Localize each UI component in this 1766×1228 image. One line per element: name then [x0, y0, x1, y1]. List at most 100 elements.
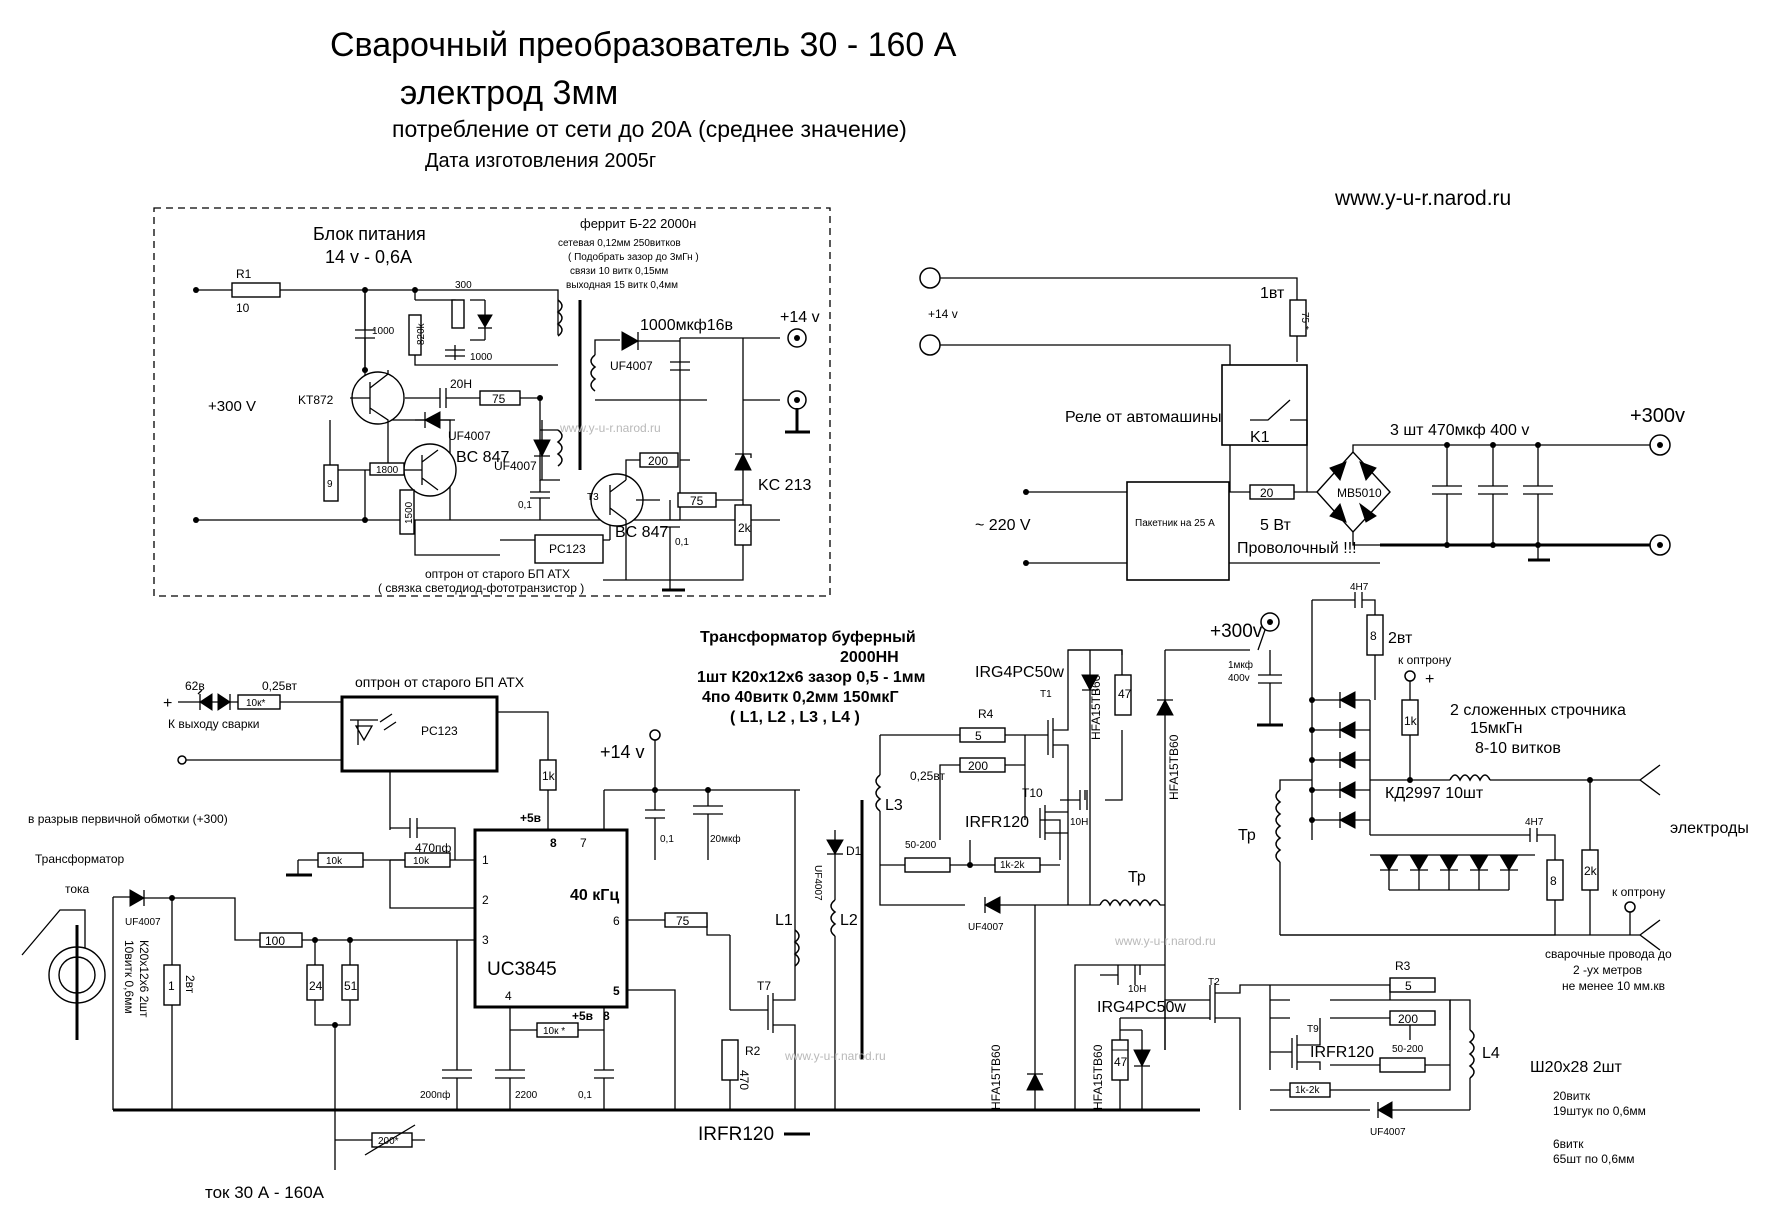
irg-bottom-label: IRG4PC50w — [1097, 999, 1186, 1016]
plus300-label: +300v — [1630, 405, 1685, 427]
r1-ct-resistor — [163, 964, 181, 1006]
r10k-b-label: 10k — [413, 856, 430, 867]
zener-62-label: 62в — [185, 679, 205, 693]
r8-a-resistor — [1366, 614, 1384, 656]
breaker-box — [1126, 481, 1230, 581]
d1-label: D1 — [846, 844, 862, 858]
to-opto-b-terminal[interactable] — [1624, 901, 1636, 913]
t2-label: T2 — [1208, 977, 1220, 988]
current-range-label: ток 30 А - 160А — [205, 1183, 325, 1202]
l3-coil — [875, 774, 882, 812]
r100-label: 100 — [265, 934, 285, 948]
r24-label: 24 — [309, 979, 323, 993]
r300-label: 300 — [455, 280, 472, 291]
break-note: в разрыв первичной обмотки (+300) — [28, 812, 228, 826]
r1800-resistor — [369, 462, 405, 476]
ps-plus14-label: +14 v — [780, 309, 820, 326]
core-spec: Ш20х28 2шт — [1530, 1059, 1622, 1076]
r5-bottom-resistor — [1389, 977, 1436, 993]
relay-label: Реле от автомашины — [1065, 409, 1221, 426]
r3-label: R3 — [1395, 959, 1411, 973]
plus-sign: + — [163, 695, 172, 712]
cable-note-1: сварочные провода до — [1545, 947, 1672, 961]
r1k-ctrl-label: 1k — [542, 769, 556, 783]
ps-opto-note: оптрон от старого БП АТХ — [425, 567, 570, 581]
l2-label: L2 — [840, 912, 858, 929]
ctrl-opto-note: оптрон от старого БП АТХ — [355, 674, 525, 690]
r2-label: R2 — [745, 1044, 761, 1058]
uf4007-bottom-label: UF4007 — [1370, 1127, 1406, 1138]
r1k2k-top-resistor — [994, 857, 1041, 873]
winding-note-4: выходная 15 витк 0,4мм — [566, 280, 678, 291]
kd2997-label: КД2997 10шт — [1385, 785, 1484, 802]
r9-resistor — [323, 464, 339, 502]
kc213-label: KC 213 — [758, 477, 811, 494]
mains-plus14-terminal-a[interactable] — [919, 267, 941, 289]
r8-b-label: 8 — [1550, 874, 1557, 888]
wirewound-label: Проволочный !!! — [1237, 540, 1357, 557]
ct-title: Трансформатор — [35, 852, 125, 866]
r1k-out-resistor — [1401, 699, 1419, 736]
ps-secondary-coil — [590, 354, 597, 392]
c01b-label: 0,1 — [675, 537, 689, 548]
ps-pc123-optocoupler — [534, 534, 604, 564]
bc847-a-label: BC 847 — [456, 449, 509, 466]
r4-label: R4 — [978, 707, 994, 721]
winding-note-3: связи 10 витк 0,15мм — [570, 266, 668, 277]
choke-inductance: 15мкГн — [1470, 720, 1522, 737]
plus5v-bottom-label: +5в — [572, 1009, 593, 1023]
title-line-2: электрод 3мм — [400, 74, 618, 112]
ctrl-plus14-terminal[interactable] — [649, 729, 661, 741]
r470-label: 470 — [737, 1070, 751, 1090]
c20mkf-label: 20мкф — [710, 833, 741, 845]
watermark-3: www.y-u-r.narod.ru — [1114, 934, 1216, 948]
buffer-spec-3: ( L1, L2 , L3 , L4 ) — [730, 709, 860, 726]
r820k-label: 820k — [416, 322, 427, 345]
ct-uf4007-label: UF4007 — [125, 917, 161, 928]
r2-resistor — [721, 1039, 739, 1081]
website-link[interactable]: www.y-u-r.narod.ru — [1334, 187, 1511, 210]
c2200-label: 2200 — [515, 1090, 538, 1101]
electrode-terminals[interactable] — [1639, 764, 1661, 951]
plus5v-top-label: +5в — [520, 811, 541, 825]
r300-resistor — [451, 299, 465, 329]
caps-note: 3 шт 470мкф 400 v — [1390, 422, 1529, 439]
l1-label: L1 — [775, 912, 793, 929]
r47-bottom-label: 47 — [1114, 1055, 1128, 1069]
pin2-label: 2 — [482, 893, 489, 907]
kt872-label: KT872 — [298, 393, 334, 407]
ps-input-label: +300 V — [208, 398, 256, 415]
irfr120-ctrl-label: IRFR120 — [698, 1124, 774, 1145]
l3-label: L3 — [885, 797, 903, 814]
r75-resistor — [479, 390, 521, 406]
c200pf-label: 200пф — [420, 1089, 450, 1101]
winding-2-wire: 65шт по 0,6мм — [1553, 1152, 1635, 1166]
to-opto-a-terminal[interactable] — [1404, 670, 1416, 682]
tp-out-label: Тр — [1238, 827, 1256, 844]
quarter-watt-opto: 0,25вт — [262, 679, 297, 693]
electrodes-label: электроды — [1670, 820, 1749, 837]
output-block: 4Н7 8 2вт КД2997 10шт 4Н7 8 — [1238, 582, 1749, 1166]
freq-label: 40 кГц — [570, 887, 619, 904]
power-supply-title: Блок питания — [313, 224, 426, 244]
c400v-label: 400v — [1228, 673, 1250, 684]
watermark-1: www.y-u-r.narod.ru — [559, 421, 661, 435]
mains-plus14-label: +14 v — [928, 307, 958, 321]
pin6-label: 6 — [613, 914, 620, 928]
r5-bottom-label: 5 — [1405, 979, 1412, 993]
winding-2-turns: 6витк — [1553, 1137, 1584, 1151]
bridge-label: MB5010 — [1337, 486, 1382, 500]
cable-note-3: не менее 10 мм.кв — [1562, 979, 1665, 993]
title-line-3: потребление от сети до 20А (среднее знач… — [392, 116, 907, 142]
pin3-label: 3 — [482, 933, 489, 947]
mains-plus14-terminal-b[interactable] — [919, 334, 941, 356]
relay-k1-label: K1 — [1250, 429, 1270, 446]
hfa-c-label: HFA15TB60 — [989, 1044, 1003, 1110]
ac-input-label: ~ 220 V — [975, 517, 1031, 534]
pin8-label: 8 — [550, 836, 557, 850]
ctrl-pc123-label: PC123 — [421, 724, 458, 738]
r50-200-resistor — [904, 857, 951, 873]
choke-note: 2 сложенных строчника — [1450, 702, 1626, 719]
ferrite-note: феррит Б-22 2000н — [580, 216, 696, 231]
r10k-a-label: 10k — [326, 856, 343, 867]
